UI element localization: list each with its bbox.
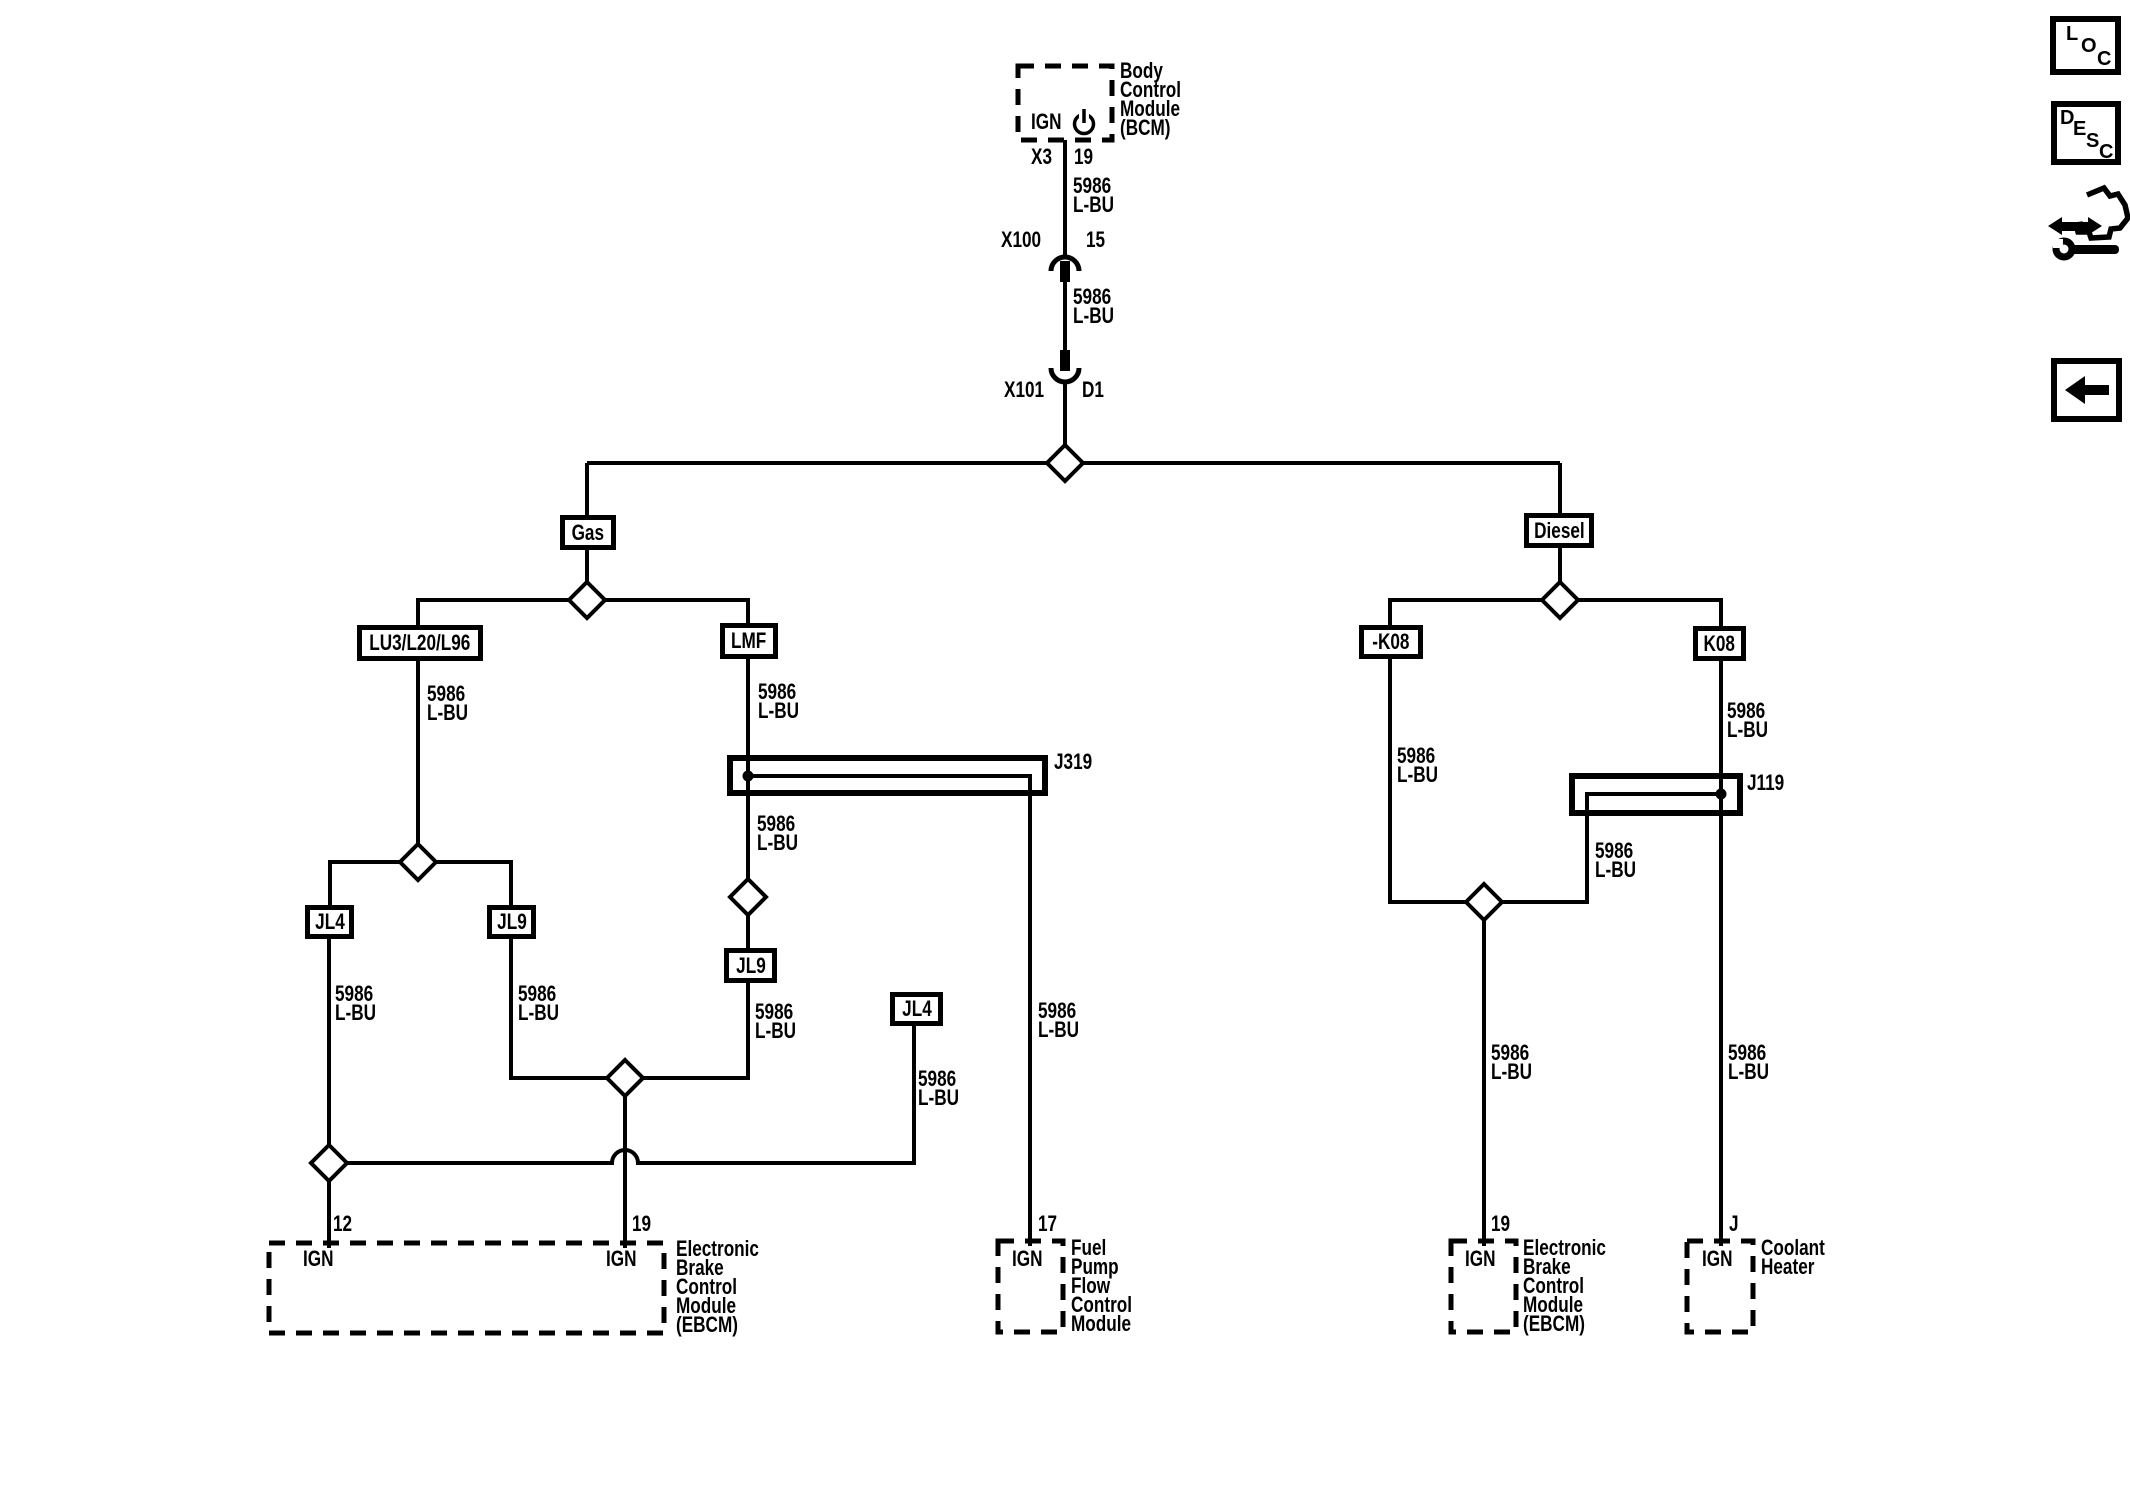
ebcm-gas-terminal-right: IGN xyxy=(606,1246,637,1271)
power-icon xyxy=(1072,109,1096,136)
wire-label-x100: 5986 L-BU xyxy=(1073,284,1114,328)
bcm-name-label: Body Control Module (BCM) xyxy=(1120,58,1181,140)
coolant-heater-name: Coolant Heater xyxy=(1761,1235,1825,1279)
splice-j319-below xyxy=(727,876,769,918)
wire-label-j119-branch: 5986 L-BU xyxy=(1595,838,1636,882)
wire-label-lu3: 5986 L-BU xyxy=(427,681,468,725)
x100-connector-symbol xyxy=(1048,254,1082,282)
bcm-terminal-label: IGN xyxy=(1031,109,1062,134)
ebcm-diesel-terminal: IGN xyxy=(1465,1246,1496,1271)
back-button[interactable] xyxy=(2051,358,2122,422)
fuel-pump-pin17: 17 xyxy=(1038,1211,1058,1236)
gas-branch-box: Gas xyxy=(560,515,616,550)
wire-label-j319-below: 5986 L-BU xyxy=(757,811,798,855)
double-arrow-icon xyxy=(2048,217,2102,235)
wire-label-bcm: 5986 L-BU xyxy=(1073,173,1114,217)
ebcm-gas-name: Electronic Brake Control Module (EBCM) xyxy=(676,1236,759,1337)
x101-connector-symbol xyxy=(1048,350,1082,385)
wire-label-fuel-pump: 5986 L-BU xyxy=(1038,998,1079,1042)
back-arrow-icon xyxy=(2065,376,2109,404)
wrench-icon xyxy=(2052,237,2119,261)
x3-connector-label: X3 xyxy=(1031,144,1052,169)
not-k08-box: -K08 xyxy=(1359,625,1423,659)
j119-label: J119 xyxy=(1747,770,1785,795)
wire-label-k08: 5986 L-BU xyxy=(1727,698,1768,742)
lmf-engine-box: LMF xyxy=(720,623,778,659)
wire-label-not-k08: 5986 L-BU xyxy=(1397,743,1438,787)
loc-letter-o: O xyxy=(2081,35,2097,57)
panel-outline-shape xyxy=(2072,184,2130,241)
x3-pin-label: 19 xyxy=(1074,144,1094,169)
description-view-button[interactable]: D E S C xyxy=(2051,101,2121,165)
ebcm-gas-terminal-left: IGN xyxy=(303,1246,334,1271)
wire-j319-branch-fuelpump xyxy=(748,774,1032,1246)
desc-letter-c: C xyxy=(2099,141,2114,163)
x100-pin-label: 15 xyxy=(1086,227,1106,252)
ebcm-diesel-pin19: 19 xyxy=(1491,1211,1511,1236)
ebcm-gas-module-box xyxy=(266,1240,667,1336)
j319-label: J319 xyxy=(1054,749,1093,774)
desc-letter-s: S xyxy=(2086,130,2100,152)
splice-jl4-merge xyxy=(308,1142,350,1184)
splice-gas xyxy=(566,579,608,621)
splice-d1 xyxy=(1044,442,1086,484)
jl9-left-box: JL9 xyxy=(487,905,536,939)
fuel-pump-module-box xyxy=(995,1238,1066,1335)
location-view-button[interactable]: L O C xyxy=(2050,16,2121,75)
repair-jump-icon xyxy=(2048,184,2130,261)
wire-j119-branch xyxy=(1388,658,1721,904)
diesel-branch-box: Diesel xyxy=(1524,513,1594,548)
wire-label-coolant: 5986 L-BU xyxy=(1728,1040,1769,1084)
coolant-heater-pinJ: J xyxy=(1729,1211,1739,1236)
j319-junction-dot xyxy=(742,770,754,782)
wire-label-jl9-left: 5986 L-BU xyxy=(518,981,559,1025)
x100-connector-label: X100 xyxy=(1001,227,1042,252)
splice-diesel-merge xyxy=(1463,881,1505,923)
jl4-center-box: JL4 xyxy=(890,992,943,1026)
bcm-module-box xyxy=(1015,63,1115,143)
wire-label-jl4-left: 5986 L-BU xyxy=(335,981,376,1025)
wire-label-jl4-center: 5986 L-BU xyxy=(918,1066,959,1110)
fuel-pump-terminal: IGN xyxy=(1012,1246,1043,1271)
related-repair-button[interactable] xyxy=(2043,183,2130,267)
coolant-heater-module-box xyxy=(1684,1238,1756,1335)
x101-connector-label: X101 xyxy=(1004,377,1045,402)
loc-letter-l: L xyxy=(2066,23,2079,45)
coolant-heater-terminal: IGN xyxy=(1702,1246,1733,1271)
wire-label-lmf: 5986 L-BU xyxy=(758,679,799,723)
lu3-engine-box: LU3/L20/L96 xyxy=(357,625,483,661)
k08-box: K08 xyxy=(1693,626,1746,661)
x101-pin-label: D1 xyxy=(1082,377,1104,402)
ebcm-gas-pin19: 19 xyxy=(632,1211,652,1236)
j119-junction-dot xyxy=(1715,788,1727,800)
jl9-center-box: JL9 xyxy=(724,948,777,983)
splice-diesel xyxy=(1539,579,1581,621)
ebcm-diesel-name: Electronic Brake Control Module (EBCM) xyxy=(1523,1235,1606,1336)
jl4-left-box: JL4 xyxy=(305,905,354,939)
splice-lu3 xyxy=(397,841,439,883)
ebcm-gas-pin12: 12 xyxy=(333,1211,353,1236)
wire-label-ebcm-diesel: 5986 L-BU xyxy=(1491,1040,1532,1084)
loc-letter-c: C xyxy=(2097,48,2112,70)
splice-jl9-merge xyxy=(604,1057,646,1099)
fuel-pump-name: Fuel Pump Flow Control Module xyxy=(1071,1235,1132,1336)
ebcm-diesel-module-box xyxy=(1448,1238,1519,1335)
desc-letter-d: D xyxy=(2060,107,2075,129)
desc-letter-e: E xyxy=(2073,118,2087,140)
wire-label-jl9-center: 5986 L-BU xyxy=(755,999,796,1043)
